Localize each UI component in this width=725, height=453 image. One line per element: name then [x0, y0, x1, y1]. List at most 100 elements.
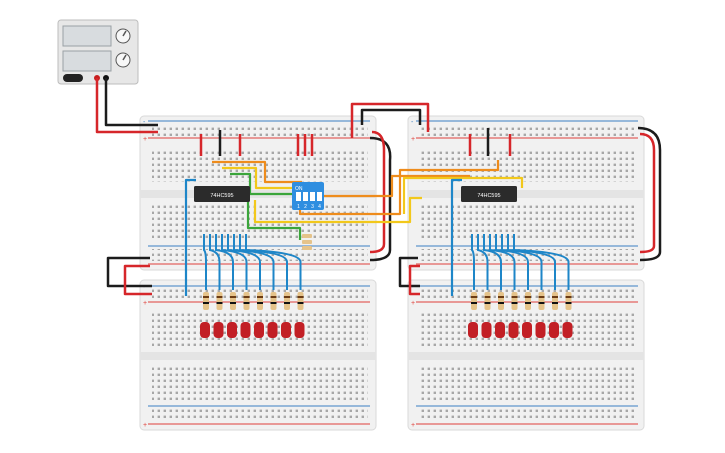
resistor-band	[230, 302, 236, 304]
shift-register-chip-1[interactable]: 74HC595	[194, 186, 250, 202]
resistor-band	[484, 302, 491, 304]
current-display	[62, 50, 112, 72]
resistor[interactable]	[230, 292, 236, 310]
rail-plus-sign: +	[143, 136, 147, 143]
resistor-band	[471, 302, 477, 304]
resistor-band	[203, 296, 209, 298]
resistor-band	[538, 302, 545, 304]
jumper-wires[interactable]	[199, 128, 512, 156]
bridge-wires[interactable]	[106, 98, 662, 296]
resistor[interactable]	[270, 292, 277, 310]
led[interactable]	[495, 322, 505, 338]
led[interactable]	[508, 322, 519, 338]
resistor-band	[297, 302, 304, 304]
resistor[interactable]	[243, 292, 250, 310]
rail-plus-sign: +	[411, 300, 415, 307]
power-switch[interactable]	[63, 74, 83, 82]
resistor-band	[243, 302, 250, 304]
rail-minus-sign: -	[411, 284, 414, 291]
led[interactable]	[522, 322, 532, 338]
led[interactable]	[281, 322, 291, 338]
led[interactable]	[481, 322, 492, 338]
driver-wire[interactable]	[507, 234, 556, 290]
driver-wire[interactable]	[227, 234, 261, 290]
rail-plus-sign: +	[143, 300, 147, 307]
resistor-band	[257, 302, 263, 304]
resistor[interactable]	[257, 292, 263, 310]
driver-wire[interactable]	[483, 234, 502, 290]
driver-wire[interactable]	[245, 234, 302, 290]
resistor-band	[525, 296, 531, 298]
power-wires[interactable]	[95, 78, 158, 134]
driver-wire[interactable]	[501, 234, 543, 290]
resistor[interactable]	[525, 292, 531, 310]
led[interactable]	[227, 322, 237, 338]
resistor[interactable]	[284, 292, 290, 310]
resistor-band	[565, 296, 572, 298]
rail-plus-sign: +	[143, 422, 147, 429]
driver-wire[interactable]	[513, 234, 570, 290]
resistor-band	[498, 302, 504, 304]
dip-position-label: 1	[297, 204, 300, 210]
resistor[interactable]	[538, 292, 545, 310]
shift-register-chip-2[interactable]: 74HC595	[461, 186, 517, 202]
resistor-band	[552, 296, 558, 298]
driver-wire[interactable]	[477, 234, 489, 290]
led[interactable]	[294, 322, 305, 338]
driver-wire[interactable]	[489, 234, 516, 290]
resistor[interactable]	[216, 292, 223, 310]
resistor[interactable]	[297, 292, 304, 310]
led[interactable]	[200, 322, 210, 338]
led[interactable]	[240, 322, 251, 338]
power-supply[interactable]	[57, 19, 139, 85]
resistor-band	[284, 296, 290, 298]
led[interactable]	[254, 322, 264, 338]
resistor-band	[484, 296, 491, 298]
dip-toggle-1[interactable]	[296, 192, 301, 201]
rail-plus-sign: +	[411, 422, 415, 429]
rail-minus-sign: -	[143, 119, 146, 126]
driver-wire[interactable]	[215, 234, 234, 290]
led[interactable]	[267, 322, 278, 338]
resistor-band	[538, 296, 545, 298]
resistor-band	[511, 296, 518, 298]
resistor[interactable]	[565, 292, 572, 310]
resistor[interactable]	[498, 292, 504, 310]
resistor-group[interactable]	[302, 234, 312, 250]
dip-toggle-4[interactable]	[317, 192, 322, 201]
driver-wire[interactable]	[209, 234, 221, 290]
resistor[interactable]	[552, 292, 558, 310]
resistor-band	[498, 296, 504, 298]
breadboard-bottom-left[interactable]	[139, 279, 377, 431]
rail-minus-signs: - - - -	[143, 119, 414, 291]
led[interactable]	[468, 322, 478, 338]
driver-wire[interactable]	[495, 234, 529, 290]
driver-wire[interactable]	[203, 234, 207, 290]
driver-wire[interactable]	[221, 234, 248, 290]
resistor[interactable]	[471, 292, 477, 310]
led[interactable]	[562, 322, 573, 338]
led[interactable]	[213, 322, 224, 338]
driver-wire[interactable]	[471, 234, 475, 290]
driver-wire[interactable]	[239, 234, 288, 290]
resistor[interactable]	[484, 292, 491, 310]
led[interactable]	[535, 322, 546, 338]
dip-position-label: 2	[304, 204, 307, 210]
led-bank-1	[200, 234, 305, 338]
signal-wires[interactable]	[184, 160, 524, 296]
resistor[interactable]	[511, 292, 518, 310]
dip-toggle-3[interactable]	[310, 192, 315, 201]
resistor[interactable]	[203, 292, 209, 310]
breadboard-top-right[interactable]	[407, 115, 645, 271]
led[interactable]	[549, 322, 559, 338]
rail-minus-sign: -	[143, 284, 146, 291]
driver-wire[interactable]	[233, 234, 275, 290]
rail-signs: + + + + + +	[143, 136, 415, 429]
resistor-band	[216, 296, 223, 298]
resistor-band	[525, 302, 531, 304]
dip-toggle-2[interactable]	[303, 192, 308, 201]
resistor-band	[471, 296, 477, 298]
breadboard-bottom-right[interactable]	[407, 279, 645, 431]
